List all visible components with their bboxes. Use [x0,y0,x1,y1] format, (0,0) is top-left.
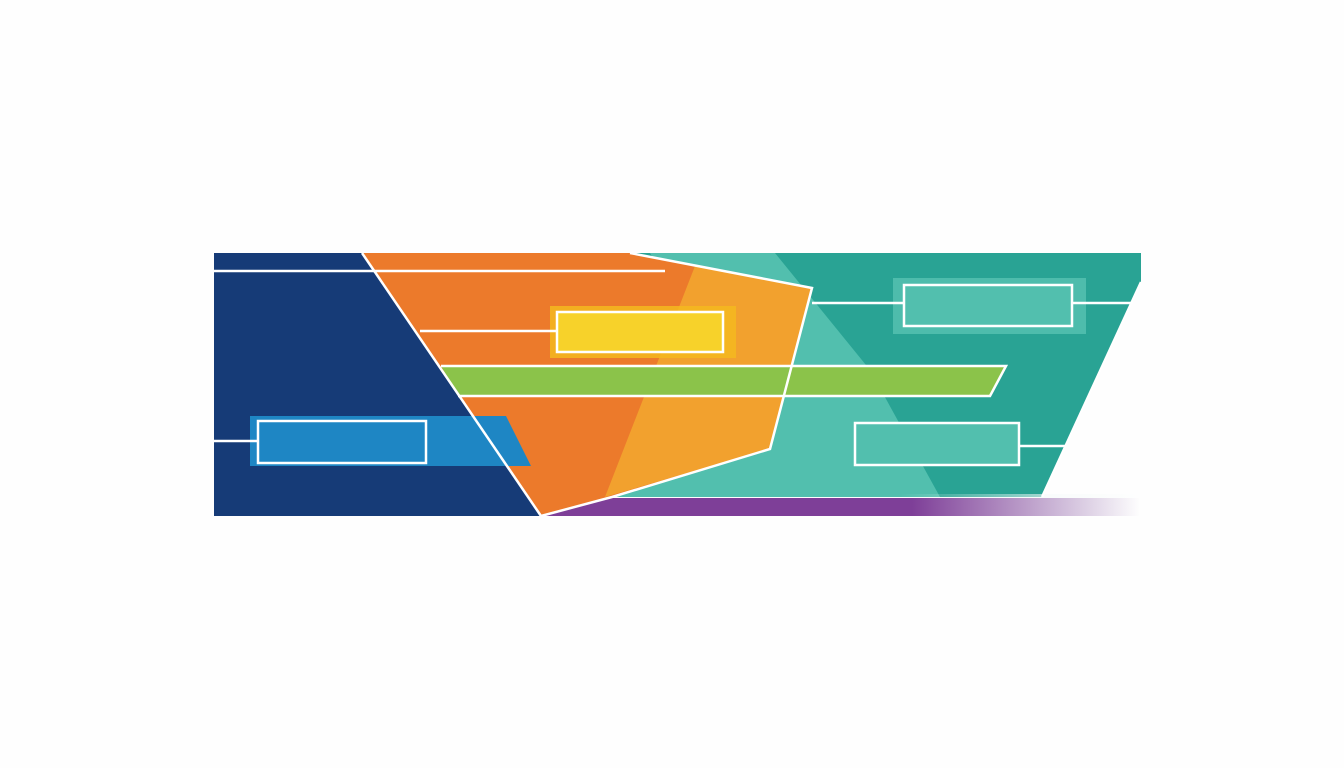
connector-lines [214,251,1143,518]
purple-strip [540,498,1140,516]
teal-right-edge [1040,281,1143,498]
navy-orange-edge [360,252,543,517]
blue-box [256,419,428,465]
yellow-box [555,310,725,354]
orange-outline [540,251,814,518]
green-bar-outline [441,364,1009,398]
teal-box-top [902,283,1074,328]
teal-box-bottom [853,421,1021,467]
green-bar [441,366,1006,396]
